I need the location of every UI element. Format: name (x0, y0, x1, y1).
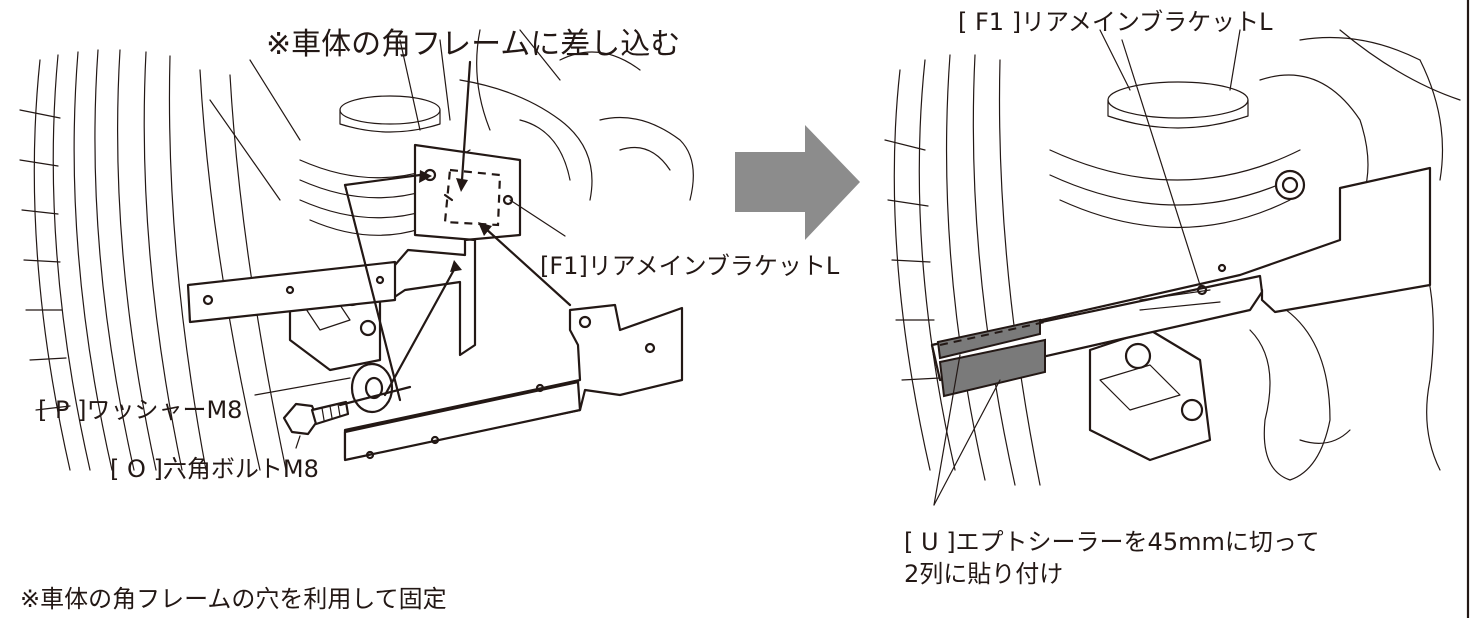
sealer-label-line1: [ U ]エプトシーラーを45mmに切って (904, 528, 1320, 556)
exploded-bracket-left (343, 303, 684, 462)
suspension-right (1049, 29, 1461, 481)
frame-bolt-right (1274, 169, 1306, 201)
insert-note: ※車体の角フレームに差し込む (266, 27, 681, 62)
tire-left (19, 49, 287, 471)
tire-right (884, 54, 1041, 486)
bracket-label-left: [F1]リアメインブラケットL (540, 252, 840, 280)
mount-block-right (1088, 328, 1212, 462)
washer-label: [ P ]ワッシャーM8 (38, 396, 243, 424)
bracket-label-right: [ F1 ]リアメインブラケットL (958, 8, 1273, 36)
bolt-left (282, 400, 350, 436)
sealer-label-line2: 2列に貼り付け (904, 560, 1064, 588)
assembly-lines-left (254, 60, 572, 449)
fixing-note: ※車体の角フレームの穴を利用して固定 (20, 585, 447, 613)
leader-lines-right (933, 39, 1201, 506)
sealer-strips-right (936, 318, 1046, 398)
installed-bracket-left (186, 143, 522, 357)
left-illustration (19, 29, 694, 471)
bolt-label: [ O ]六角ボルトM8 (110, 455, 319, 483)
